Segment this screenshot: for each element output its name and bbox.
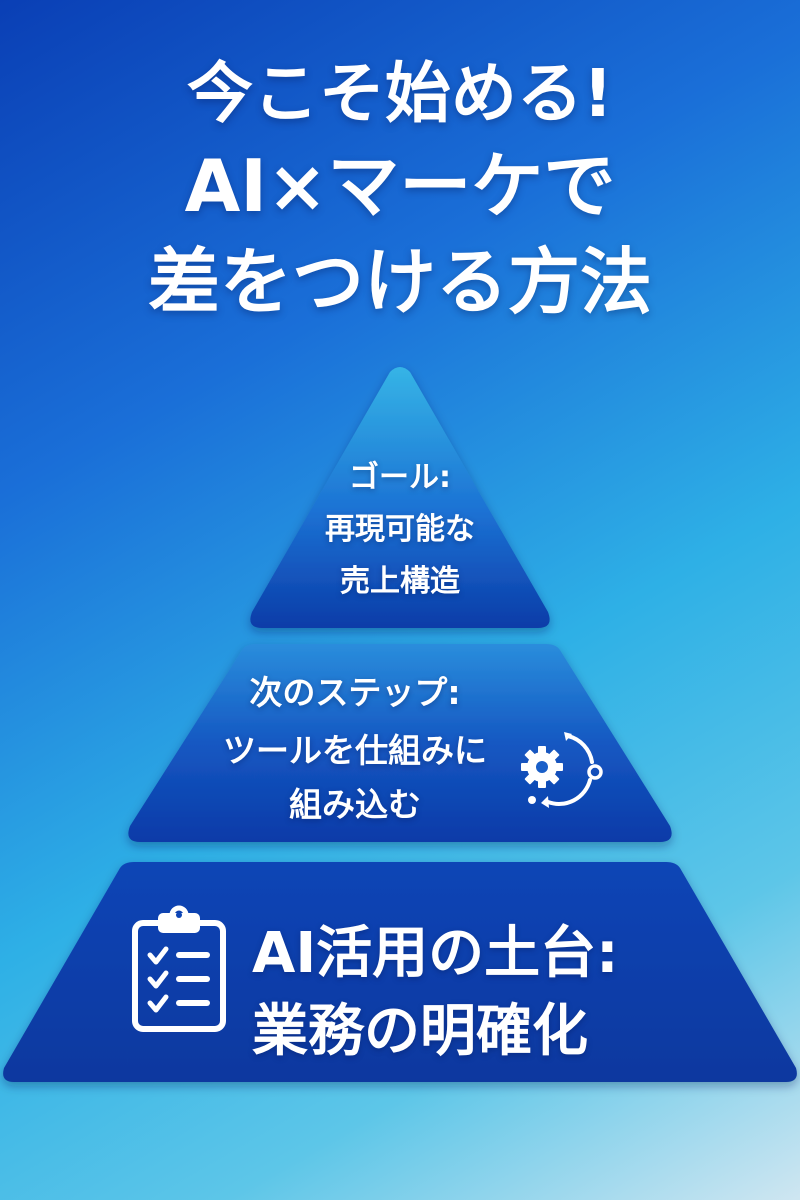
gear-cycle-icon <box>521 732 603 808</box>
title-line-2: AI×マーケで <box>184 144 616 228</box>
tier-top-line-1: 再現可能な <box>325 512 475 547</box>
pyramid-tier-top <box>250 367 550 628</box>
tier-base-line-1: AI活用の土台: <box>252 921 619 986</box>
title-line-3: 差をつける方法 <box>147 240 652 324</box>
pyramid-tier-middle <box>128 644 672 842</box>
title-line-1: 今こそ始める! <box>186 55 614 132</box>
tier-top-line-2: 売上構造 <box>340 564 460 599</box>
tier-middle-line-1: ツールを仕組みに <box>223 731 487 770</box>
tier-base-text: AI活用の土台: 業務の明確化 <box>252 915 672 1071</box>
tier-middle-line-2: 組み込む <box>289 785 421 824</box>
clipboard-checklist-icon <box>132 905 226 1032</box>
tier-base-line-2: 業務の明確化 <box>252 999 588 1064</box>
tier-middle-heading: 次のステップ: <box>249 673 461 712</box>
tier-middle-text: 次のステップ: ツールを仕組みに 組み込む <box>190 668 520 832</box>
tier-top-text: ゴール: 再現可能な 売上構造 <box>300 452 500 608</box>
tier-top-heading: ゴール: <box>349 460 451 495</box>
page-title: 今こそ始める! AI×マーケで 差をつける方法 <box>0 50 800 330</box>
